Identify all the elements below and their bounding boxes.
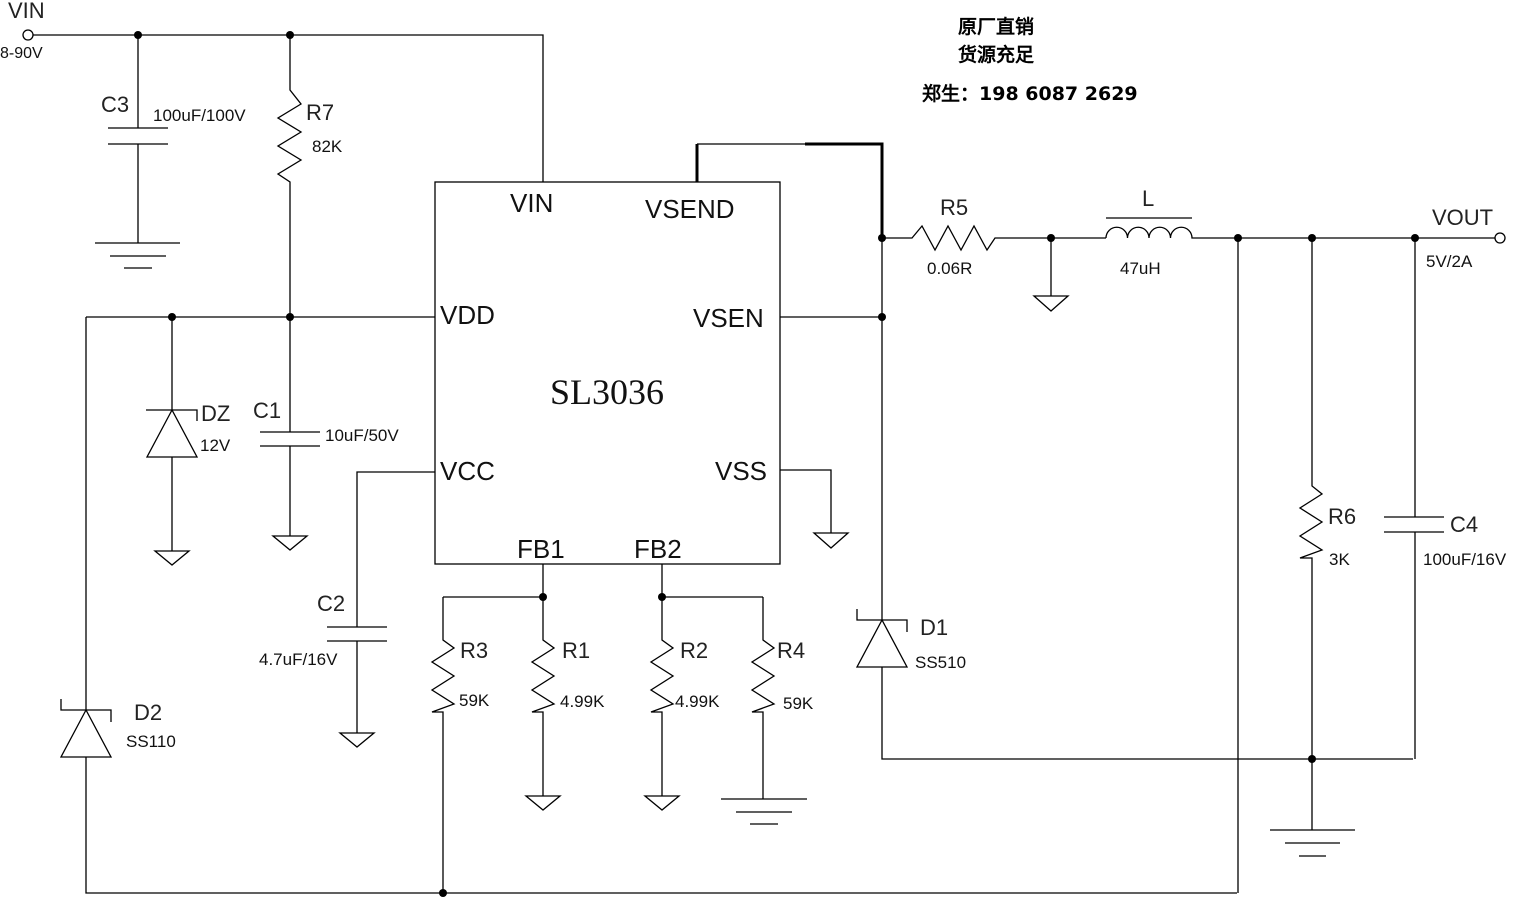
pin-fb1: FB1	[517, 534, 565, 564]
promo-line-1: 原厂直销	[958, 15, 1034, 38]
promo-block: 原厂直销 货源充足 郑生：198 6087 2629	[922, 15, 1138, 105]
wire-vsend	[695, 142, 884, 238]
pin-vdd: VDD	[440, 300, 495, 330]
pin-vsen: VSEN	[693, 303, 764, 333]
ground-icon	[524, 795, 562, 811]
vin-terminal-icon	[22, 29, 34, 41]
ground-icon	[338, 732, 376, 748]
vin-range: 8-90V	[0, 45, 43, 62]
vout-label: VOUT	[1432, 205, 1493, 230]
vin-label: VIN	[8, 0, 45, 23]
svg-text:10uF/50V: 10uF/50V	[325, 426, 399, 445]
svg-text:R7: R7	[306, 100, 334, 125]
svg-text:DZ: DZ	[201, 401, 230, 426]
ground-icon	[643, 795, 681, 811]
pin-vcc: VCC	[440, 456, 495, 486]
ground-icon	[95, 242, 180, 269]
diode-d2: D2 SS110	[59, 317, 1237, 894]
wire-vsen	[780, 238, 883, 620]
pin-vsend: VSEND	[645, 194, 735, 224]
pin-fb2: FB2	[634, 534, 682, 564]
wire-fb2	[661, 564, 763, 598]
svg-text:R5: R5	[940, 195, 968, 220]
svg-text:R2: R2	[680, 638, 708, 663]
svg-text:C1: C1	[253, 398, 281, 423]
ic-sl3036: SL3036 VIN VSEND VDD VSEN VCC VSS FB1 FB…	[434, 181, 781, 565]
svg-text:L: L	[1142, 186, 1154, 211]
svg-text:D1: D1	[920, 615, 948, 640]
svg-text:100uF/100V: 100uF/100V	[153, 106, 246, 125]
svg-text:C2: C2	[317, 591, 345, 616]
svg-text:47uH: 47uH	[1120, 259, 1161, 278]
ground-icon	[271, 535, 309, 551]
ground-icon	[153, 550, 191, 566]
vout-rating: 5V/2A	[1426, 252, 1473, 271]
svg-text:C4: C4	[1450, 512, 1478, 537]
svg-text:D2: D2	[134, 700, 162, 725]
svg-text:R6: R6	[1328, 504, 1356, 529]
capacitor-c3: C3 100uF/100V	[95, 35, 246, 269]
vin-terminal: VIN 8-90V	[0, 0, 45, 62]
wire-vin-rail	[33, 34, 544, 182]
ic-name: SL3036	[550, 372, 664, 412]
svg-text:0.06R: 0.06R	[927, 259, 972, 278]
resistor-r2: R2 4.99K	[643, 597, 720, 811]
ground-icon	[1270, 829, 1355, 857]
junction	[878, 313, 886, 321]
svg-text:R4: R4	[777, 638, 805, 663]
svg-text:SS110: SS110	[126, 732, 176, 751]
pin-vin: VIN	[510, 188, 553, 218]
capacitor-c4: C4 100uF/16V	[1384, 238, 1507, 759]
svg-text:4.99K: 4.99K	[560, 692, 605, 711]
svg-text:C3: C3	[101, 92, 129, 117]
svg-text:4.99K: 4.99K	[675, 692, 720, 711]
vout-terminal: VOUT 5V/2A	[1426, 205, 1506, 271]
svg-text:59K: 59K	[459, 691, 490, 710]
svg-text:3K: 3K	[1329, 550, 1350, 569]
svg-text:4.7uF/16V: 4.7uF/16V	[259, 650, 338, 669]
svg-text:12V: 12V	[200, 436, 231, 455]
promo-line-2: 货源充足	[958, 43, 1035, 66]
svg-text:SS510: SS510	[915, 653, 966, 672]
resistor-r1: R1 4.99K	[524, 597, 605, 811]
capacitor-c2: C2 4.7uF/16V	[259, 471, 435, 748]
wire-fb1	[443, 564, 544, 598]
ground-icon	[1032, 238, 1070, 312]
svg-text:82K: 82K	[312, 137, 343, 156]
inductor-l: L 47uH	[1105, 186, 1495, 278]
vout-terminal-icon	[1494, 232, 1506, 244]
zener-dz: DZ 12V	[145, 317, 231, 566]
diode-d1: D1 SS510	[855, 609, 1413, 760]
resistor-r4: R4 59K	[721, 597, 814, 825]
resistor-r7: R7 82K	[276, 35, 343, 317]
svg-text:100uF/16V: 100uF/16V	[1423, 550, 1507, 569]
ground-icon	[721, 798, 807, 825]
svg-text:R3: R3	[460, 638, 488, 663]
resistor-r6: R6 3K	[1270, 238, 1356, 857]
vss-ground-icon	[780, 469, 850, 549]
resistor-r5: R5 0.06R	[882, 195, 1106, 278]
svg-text:59K: 59K	[783, 694, 814, 713]
capacitor-c1: C1 10uF/50V	[253, 317, 399, 551]
resistor-r3: R3 59K	[430, 597, 490, 893]
junction	[1308, 755, 1316, 763]
pin-vss: VSS	[715, 456, 767, 486]
svg-text:R1: R1	[562, 638, 590, 663]
promo-contact: 郑生：198 6087 2629	[922, 82, 1138, 105]
